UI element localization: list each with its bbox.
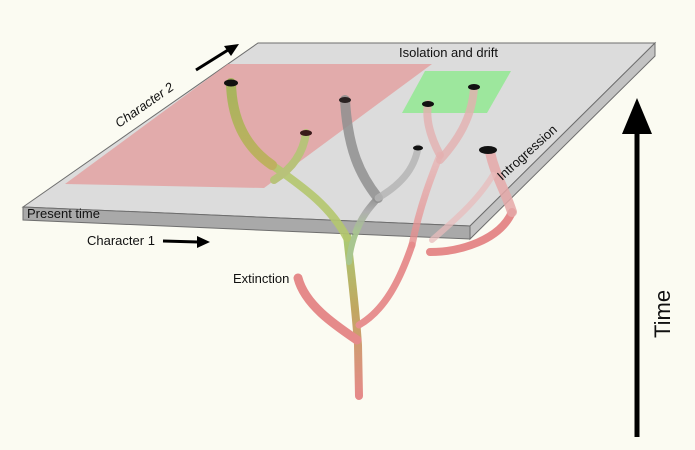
time-arrowhead <box>622 98 652 134</box>
tube-opening-introgression <box>479 146 497 154</box>
left-tube-branch <box>226 78 277 170</box>
extinction-label: Extinction <box>233 271 289 286</box>
tube-opening-left-small <box>300 130 312 136</box>
character1-label: Character 1 <box>87 233 155 248</box>
introgression-tube-upper <box>485 147 517 217</box>
tube-opening-grey <box>339 97 351 103</box>
pink-tube-left <box>423 100 444 159</box>
grey-tube-right <box>374 144 422 202</box>
plane-side-edge <box>469 41 656 241</box>
isolation-and-drift-label: Isolation and drift <box>399 45 498 60</box>
present-time-label: Present time <box>27 206 100 221</box>
introgression-ribbon-lower <box>426 208 516 256</box>
grey-tube-left <box>340 95 383 203</box>
present-time-plane <box>21 41 657 241</box>
tube-opening-grey-small <box>413 145 423 151</box>
tube-opening-green-right <box>468 84 480 90</box>
time-label: Time <box>650 290 675 338</box>
character2-arrow-shaft <box>195 48 229 72</box>
tube-opening-green-left <box>422 101 434 107</box>
character2-arrowhead <box>224 44 239 56</box>
tube-openings <box>224 79 497 154</box>
tube-opening-left <box>224 79 238 87</box>
branches-above-plane <box>226 78 517 249</box>
pink-tube-right <box>436 84 478 164</box>
left-small-branch <box>270 129 310 184</box>
right-lineage-branch <box>355 241 416 329</box>
character1-arrowhead <box>197 236 210 248</box>
arrows <box>162 44 652 437</box>
character1-arrow-shaft <box>162 239 199 244</box>
extinct-lineage-branch <box>293 273 362 345</box>
red-character-region <box>65 64 432 188</box>
branches-below-plane <box>293 208 516 400</box>
introgression-link <box>429 172 496 243</box>
